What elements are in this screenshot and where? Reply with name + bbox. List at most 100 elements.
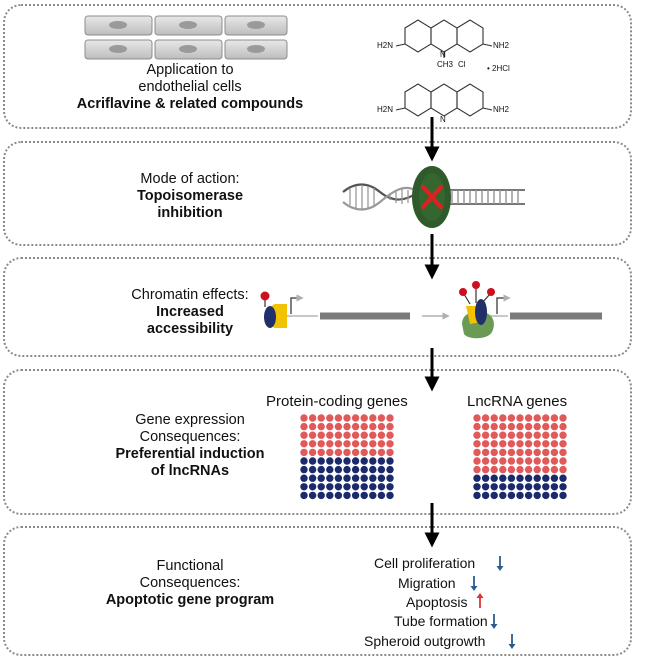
blue-gene-dot (360, 474, 368, 482)
red-gene-dot (473, 448, 481, 457)
red-gene-dot (533, 448, 541, 457)
red-gene-dot (473, 465, 481, 474)
red-gene-dot (481, 440, 490, 448)
arrow-down-icon (496, 566, 504, 571)
red-gene-dot (386, 431, 394, 439)
blue-gene-dot (308, 465, 317, 474)
red-gene-dot (542, 431, 550, 439)
red-gene-dot (499, 414, 507, 422)
red-gene-dot (360, 422, 368, 431)
amine-label: H2N (377, 105, 394, 114)
blue-gene-dot (326, 457, 334, 465)
red-gene-dot (377, 422, 386, 431)
red-gene-dot (377, 448, 386, 457)
red-gene-dot (524, 448, 533, 457)
functional-heading-line-1: Functional (156, 558, 224, 574)
blue-gene-dot (542, 483, 550, 491)
blue-gene-dot (559, 474, 567, 482)
red-gene-dot (317, 431, 325, 439)
red-gene-dot (481, 414, 490, 422)
red-gene-dot (369, 431, 377, 439)
blue-gene-dot (386, 457, 394, 465)
blue-gene-dot (377, 457, 386, 465)
blue-gene-dot (334, 474, 343, 482)
red-gene-dot (481, 448, 490, 457)
blue-gene-dot (326, 483, 334, 491)
blue-gene-dot (481, 491, 490, 500)
gene-expression-heading-line-2: Consequences: (139, 429, 241, 445)
blue-gene-dot (377, 465, 386, 474)
red-gene-dot (533, 465, 541, 474)
mode-of-action-bold-line-1: Topoisomerase (136, 188, 244, 204)
blue-gene-dot (499, 491, 507, 500)
blue-gene-dot (499, 474, 507, 482)
red-gene-dot (473, 431, 481, 439)
blue-gene-dot (386, 474, 394, 482)
red-gene-dot (533, 414, 541, 422)
red-gene-dot (524, 422, 533, 431)
blue-gene-dot (377, 491, 386, 500)
red-gene-dot (300, 448, 308, 457)
protein-coding-genes-title: Protein-coding genes (266, 393, 408, 410)
red-gene-dot (377, 431, 386, 439)
blue-gene-dot (507, 491, 516, 500)
red-gene-dot (386, 414, 394, 422)
effect-spheroid-outgrowth: Spheroid outgrowth (364, 633, 486, 649)
red-gene-dot (559, 465, 567, 474)
blue-gene-dot (542, 491, 550, 500)
red-gene-dot (524, 440, 533, 448)
red-gene-dot (542, 465, 550, 474)
blue-gene-dot (377, 474, 386, 482)
blue-gene-dot (369, 474, 377, 482)
chromatin-effects-label: Chromatin effects: Increased accessibili… (90, 287, 290, 338)
red-gene-dot (351, 414, 360, 422)
blue-gene-dot (343, 457, 351, 465)
red-gene-dot (499, 448, 507, 457)
mode-of-action-heading: Mode of action: (140, 171, 240, 187)
red-gene-dot (559, 422, 567, 431)
blue-gene-dot (490, 491, 498, 500)
effect-arrows (470, 556, 516, 649)
blue-gene-dot (343, 483, 351, 491)
blue-gene-dot (360, 483, 368, 491)
blue-gene-dot (507, 483, 516, 491)
red-gene-dot (300, 422, 308, 431)
blue-gene-dot (326, 491, 334, 500)
blue-gene-dot (533, 483, 541, 491)
red-gene-dot (481, 431, 490, 439)
red-gene-dot (360, 440, 368, 448)
red-gene-dot (559, 431, 567, 439)
blue-gene-dot (300, 483, 308, 491)
red-gene-dot (524, 431, 533, 439)
red-gene-dot (386, 422, 394, 431)
compound-name: Acriflavine & related compounds (76, 96, 304, 112)
red-gene-dot (326, 440, 334, 448)
red-gene-dot (377, 414, 386, 422)
blue-gene-dot (369, 483, 377, 491)
red-gene-dot (542, 448, 550, 457)
chloride-label: Cl (458, 60, 466, 69)
red-gene-dot (542, 422, 550, 431)
red-gene-dot (369, 448, 377, 457)
mode-of-action-bold-line-2: inhibition (157, 205, 223, 221)
red-gene-dot (516, 448, 524, 457)
panel-chromatin (3, 257, 632, 357)
blue-gene-dot (499, 483, 507, 491)
red-gene-dot (360, 414, 368, 422)
blue-gene-dot (343, 465, 351, 474)
red-gene-dot (550, 457, 559, 465)
red-gene-dot (351, 440, 360, 448)
blue-gene-dot (300, 457, 308, 465)
red-gene-dot (308, 431, 317, 439)
blue-gene-dot (559, 491, 567, 500)
blue-gene-dot (524, 483, 533, 491)
chromatin-closed-icon (260, 291, 410, 328)
blue-gene-dot (343, 491, 351, 500)
blue-gene-dot (326, 465, 334, 474)
blue-gene-dot (317, 491, 325, 500)
red-gene-dot (542, 414, 550, 422)
blue-gene-dot (334, 491, 343, 500)
red-gene-dot (334, 414, 343, 422)
red-gene-dot (550, 440, 559, 448)
red-gene-dot (550, 422, 559, 431)
